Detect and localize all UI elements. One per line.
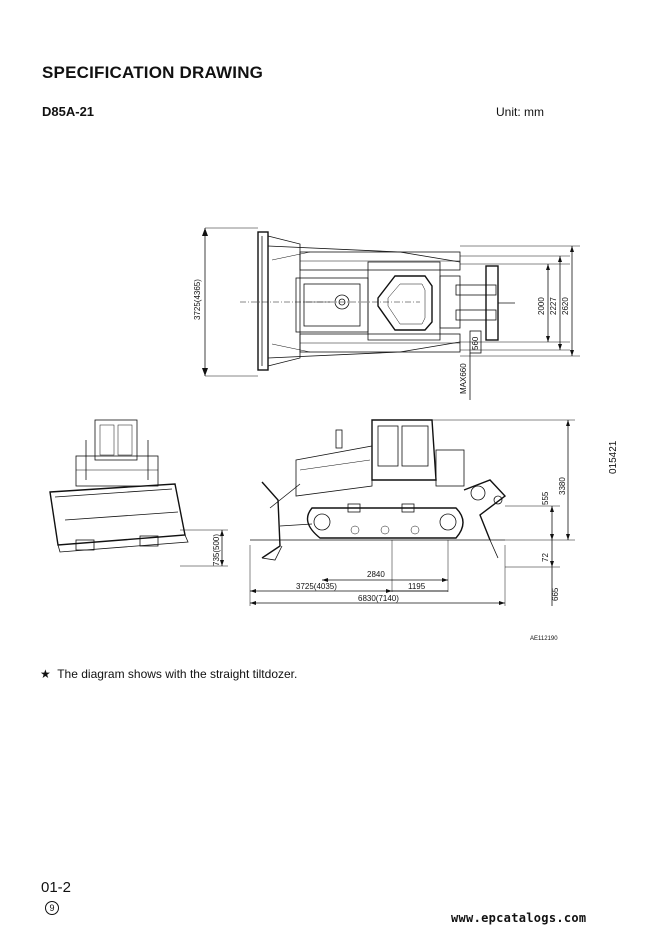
model-label: D85A-21: [42, 104, 95, 119]
watermark-link[interactable]: www.epcatalogs.com: [451, 911, 587, 925]
side-view: [249, 419, 575, 606]
page-number: 01-2: [41, 879, 72, 896]
dim-track-2000: 2000: [537, 297, 546, 315]
dim-ripper-depth-665: 665: [551, 587, 560, 601]
dim-max-660: MAX660: [459, 363, 468, 394]
dim-height-3380: 3380: [558, 477, 567, 495]
dim-track-2227: 2227: [549, 297, 558, 315]
dim-len-2840: 2840: [367, 570, 385, 579]
front-view: [49, 419, 228, 567]
star-icon: ★: [40, 667, 51, 681]
dim-len-6830: 6830(7140): [358, 594, 399, 603]
dim-top-view-height: 3725(4365): [193, 279, 202, 320]
drawing-code: AE112190: [530, 636, 558, 642]
dim-ripper-560: 560: [471, 336, 480, 350]
note-text: The diagram shows with the straight tilt…: [57, 667, 298, 681]
dim-height-555: 555: [541, 491, 550, 505]
dim-track-2620: 2620: [561, 297, 570, 315]
diagram-note: ★ The diagram shows with the straight ti…: [40, 667, 297, 681]
dim-dig-72: 72: [541, 553, 550, 562]
dim-len-1195: 1195: [408, 582, 426, 591]
edition-mark: 9: [45, 901, 59, 915]
page-title: SPECIFICATION DRAWING: [42, 63, 264, 82]
dim-len-3725: 3725(4035): [296, 582, 337, 591]
unit-label: Unit: mm: [496, 105, 544, 119]
dim-blade-735: 735(500): [212, 534, 221, 566]
side-code: 015421: [608, 440, 619, 474]
top-view: [202, 227, 580, 400]
